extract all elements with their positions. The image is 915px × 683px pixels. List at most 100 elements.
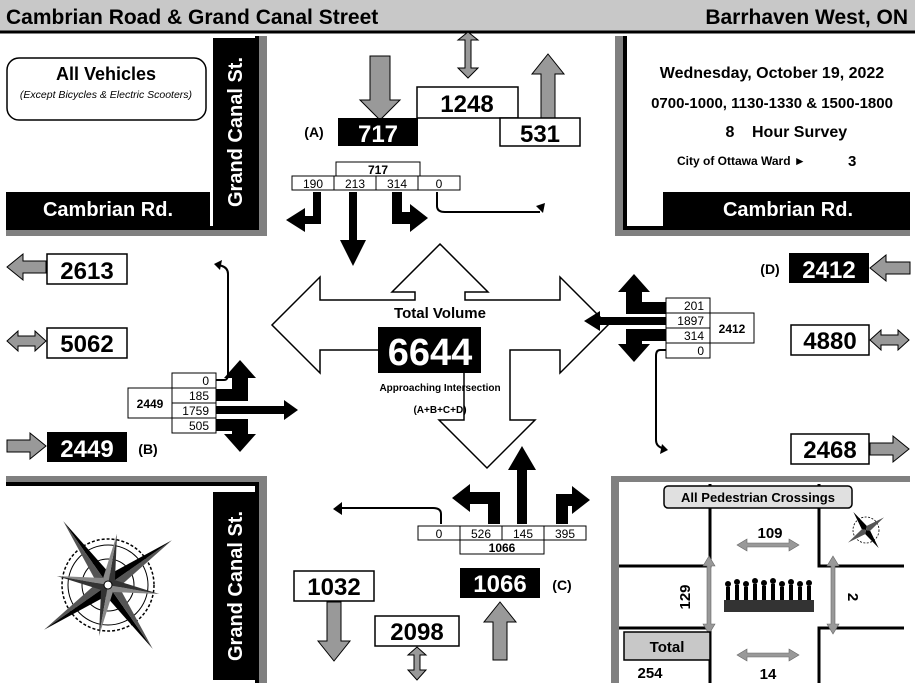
south-total-volume: 2098 [390,619,443,646]
east-approach-code: (D) [760,261,779,277]
west-move-through: 1759 [182,404,209,418]
north-total-volume: 1248 [440,91,493,118]
west-uturn-arrow-icon [214,260,222,270]
total-volume-value: 6644 [388,332,473,374]
north-move-uturn: 0 [436,177,443,191]
north-move-left: 314 [387,177,407,191]
west-right-turn-arrow-icon [216,419,256,452]
approach-caption: Approaching Intersection [379,383,500,394]
east-right-turn-arrow-icon [618,274,666,314]
total-volume-label: Total Volume [394,305,486,322]
east-move-through: 1897 [677,314,704,328]
ward-number: 3 [848,153,856,170]
svg-text:Grand Canal St.: Grand Canal St. [225,57,247,207]
header-bar: Cambrian Road & Grand Canal Street Barrh… [0,0,915,34]
east-left-turn-arrow-icon [618,329,666,362]
south-depart-volume: 1032 [307,574,360,601]
ped-east-count: 2 [844,593,861,601]
west-total-volume: 5062 [60,331,113,358]
west-left-turn-arrow-icon [216,360,256,401]
ped-total-count: 254 [637,665,663,682]
north-approach-volume: 717 [358,121,398,148]
ped-south-arrow-icon [736,648,800,662]
east-uturn-arrow-icon [660,444,668,454]
west-depart-volume: 2613 [60,258,113,285]
compass-rose-icon [44,521,172,649]
north-uturn-arrow-icon [536,203,545,213]
east-move-left: 314 [684,329,704,343]
survey-periods: 0700-1000, 1130-1330 & 1500-1800 [651,95,893,112]
legend-subtitle: (Except Bicycles & Electric Scooters) [20,89,192,101]
south-right-turn-arrow-icon [556,486,590,524]
survey-info: Wednesday, October 19, 2022 0700-1000, 1… [651,65,893,170]
svg-text:Grand Canal St.: Grand Canal St. [225,511,247,661]
west-two-way-arrow-icon [6,329,47,353]
south-two-way-arrow-icon [406,646,428,681]
survey-hours-label: Hour Survey [752,124,847,141]
west-approach: 2613 5062 2449 (B) 2449 0 185 1759 505 [6,252,298,463]
ward-label: City of Ottawa Ward ► [677,154,806,168]
south-uturn-arrow-icon [333,502,342,515]
small-compass-icon [847,511,885,549]
south-sum: 1066 [489,541,516,555]
north-approach: 1248 717 (A) 531 717 190 213 314 0 [286,31,581,266]
pedestrian-crossings-panel: All Pedestrian Crossings 109 129 2 14 [619,484,904,683]
street-label-ew-east: Cambrian Rd. [663,192,910,226]
east-sum: 2412 [719,322,746,336]
north-sum: 717 [368,163,388,177]
east-move-right: 201 [684,299,704,313]
south-move-through: 145 [513,527,533,541]
west-move-left: 185 [189,389,209,403]
ped-west-count: 129 [677,584,694,609]
ped-east-arrow-icon [826,555,840,635]
south-through-arrow-icon [508,446,536,524]
north-approach-arrow-icon [358,55,402,121]
legend-title: All Vehicles [56,64,156,84]
street-label-ns-south: Grand Canal St. [213,492,256,680]
west-approach-arrow-icon [6,431,47,461]
east-two-way-arrow-icon [869,328,910,352]
survey-hours: 8 [726,124,735,141]
south-approach: 0 526 145 395 1066 1032 2098 1066 (C) [293,446,590,681]
svg-text:Cambrian Rd.: Cambrian Rd. [723,199,853,221]
south-move-uturn: 0 [436,527,443,541]
north-depart-volume: 531 [520,121,560,148]
east-approach: (D) 2412 4880 2468 201 1897 314 0 2412 [584,253,911,465]
east-through-arrow-icon [584,311,666,331]
east-total-volume: 4880 [803,328,856,355]
north-two-way-arrow-icon [456,31,480,79]
north-move-right: 190 [303,177,323,191]
north-right-turn-arrow-icon [286,192,321,232]
south-approach-volume: 1066 [473,571,526,598]
east-depart-volume: 2468 [803,437,856,464]
pedestrian-crowd-icon [724,578,814,612]
total-formula: (A+B+C+D) [413,405,466,416]
south-approach-code: (C) [552,577,571,593]
total-volume-arrow: Total Volume 6644 Approaching Intersecti… [270,242,610,470]
west-approach-volume: 2449 [60,436,113,463]
vehicle-legend: All Vehicles (Except Bicycles & Electric… [6,57,207,121]
east-approach-volume: 2412 [802,257,855,284]
west-move-uturn: 0 [202,374,209,388]
south-move-right: 395 [555,527,575,541]
north-depart-arrow-icon [530,53,566,123]
west-sum: 2449 [137,397,164,411]
survey-date: Wednesday, October 19, 2022 [660,65,885,82]
west-move-right: 505 [189,419,209,433]
south-approach-arrow-icon [482,601,518,661]
svg-text:Cambrian Rd.: Cambrian Rd. [43,199,173,221]
ped-west-arrow-icon [702,555,716,635]
east-move-uturn: 0 [697,344,704,358]
north-through-arrow-icon [340,192,366,266]
east-approach-arrow-icon [869,253,911,283]
east-depart-arrow-icon [869,434,910,464]
quadrant-corners [6,36,910,683]
area-name: Barrhaven West, ON [705,6,908,29]
intersection-name: Cambrian Road & Grand Canal Street [6,6,378,29]
street-label-ns-north: Grand Canal St. [213,38,256,226]
street-label-ew-west: Cambrian Rd. [6,192,210,226]
pedestrian-title: All Pedestrian Crossings [681,490,835,505]
ped-total-label: Total [650,639,685,656]
